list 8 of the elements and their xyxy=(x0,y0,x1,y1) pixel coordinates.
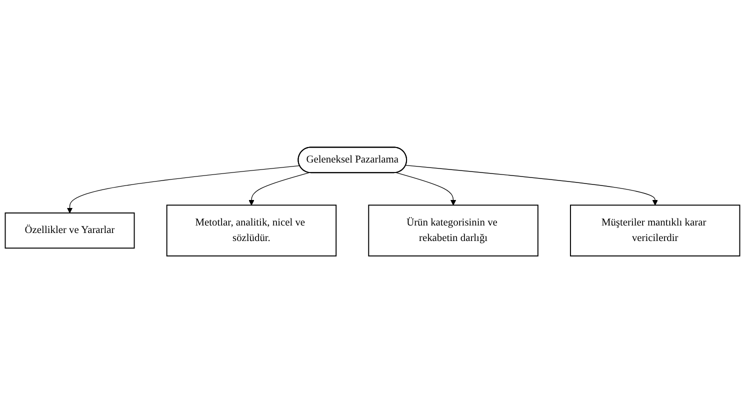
arrow xyxy=(396,172,456,206)
arrow xyxy=(66,165,300,214)
arrow xyxy=(248,172,310,206)
node-box: Özellikler ve Yararlar xyxy=(4,212,135,249)
node-box: Metotlar, analitik, nicel ve sözlüdür. xyxy=(166,204,337,256)
arrow xyxy=(406,164,658,206)
node-box: Müşteriler mantıklı karar vericilerdir xyxy=(570,204,740,256)
node-box: Ürün kategorisinin ve rekabetin darlığı xyxy=(368,204,538,256)
